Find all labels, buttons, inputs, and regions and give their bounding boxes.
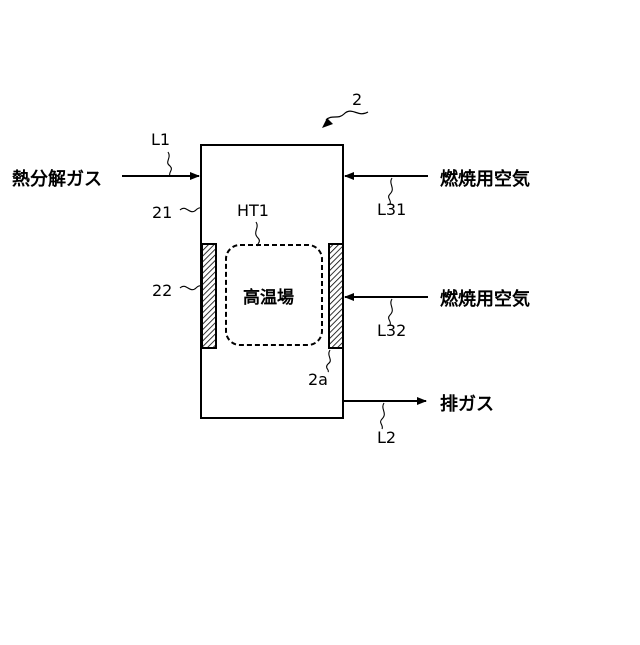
heating-element-leader [180,286,202,290]
unit-leader-arrowhead [322,118,333,128]
combustion-air-upper-label: 燃焼用空気 [440,168,530,190]
reactor-wall-leader [180,208,201,212]
line-l1-label: L1 [151,130,170,149]
high-temp-zone-leader [256,222,260,246]
unit-number-label: 2 [352,90,362,109]
unit-leader [326,111,368,120]
heating-element-left [202,244,216,348]
element-side-label: 2a [308,370,328,389]
pyrolysis-gas-label: 熱分解ガス [12,168,102,190]
high-temp-zone-code: HT1 [237,201,269,220]
reactor-wall-label: 21 [152,203,172,222]
heating-element-right [329,244,343,348]
element-side-leader [327,350,331,372]
line-l2-label: L2 [377,428,396,447]
combustion-air-lower-label: 燃焼用空気 [440,288,530,310]
exhaust-label: 排ガス [440,393,494,415]
line-l2-leader [381,403,385,429]
line-l31-label: L31 [377,200,406,219]
line-l1-leader [168,152,172,176]
high-temp-zone-label: 高温場 [243,287,294,308]
heating-element-label: 22 [152,281,172,300]
line-l32-label: L32 [377,321,406,340]
